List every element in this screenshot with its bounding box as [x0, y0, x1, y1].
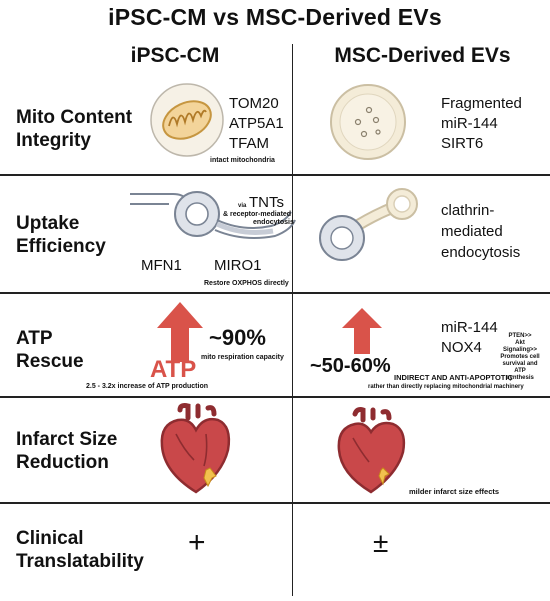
uptake-receptor-line2: endocytosis [253, 219, 294, 226]
row-label-uptake-line2: Efficiency [16, 236, 106, 257]
atp-pathway-line2: Akt Signaling>> [502, 340, 537, 353]
row-label-mito: Mito Content Integrity [16, 106, 132, 152]
atp-pathway-line5: synthesis [506, 375, 534, 381]
row-label-infarct: Infarct Size Reduction [16, 428, 117, 474]
atp-nox4: NOX4 [441, 339, 482, 356]
uptake-clathrin-line3: endocytosis [441, 244, 521, 261]
row-divider-4 [0, 502, 550, 504]
uptake-receptor-line1: & receptor-mediated [223, 211, 292, 218]
mito-markers-left: TOM20 ATP5A1 TFAM [229, 94, 284, 154]
column-header-msc: MSC-Derived EVs [334, 44, 511, 67]
row-label-mito-line1: Mito Content [16, 107, 133, 128]
atp-rather: rather than directly replacing mitochond… [368, 384, 524, 390]
mito-caption-intact: intact mitochondria [210, 157, 275, 164]
heart-icon-right [337, 407, 406, 494]
marker-sirt6: SIRT6 [441, 135, 484, 152]
row-divider-2 [0, 292, 550, 294]
row-label-infarct-line1: Infarct Size [16, 429, 118, 450]
marker-mir144: miR-144 [441, 115, 498, 132]
uptake-restore-oxphos: Restore OXPHOS directly [204, 280, 289, 287]
marker-tom20: TOM20 [229, 95, 279, 112]
row-label-uptake-line1: Uptake [16, 213, 80, 234]
row-label-clinical-line2: Translatability [16, 551, 144, 572]
marker-fragmented: Fragmented [441, 95, 522, 112]
atp-pathway-line4: survival and ATP [502, 361, 538, 374]
mitochondrion-icon [150, 83, 224, 157]
uptake-clathrin-line1: clathrin- [441, 202, 495, 219]
page-title: iPSC-CM vs MSC-Derived EVs [108, 4, 442, 30]
atp-percent-right: ~50-60% [310, 355, 391, 377]
row-label-clinical: Clinical Translatability [16, 527, 144, 573]
row-label-clinical-line1: Clinical [16, 528, 84, 549]
column-divider [292, 44, 293, 596]
uptake-clathrin: clathrin- mediated endocytosis [441, 200, 520, 263]
up-arrow-icon [157, 302, 203, 362]
marker-atp5a1: ATP5A1 [229, 115, 284, 132]
atp-pathway: PTEN>> Akt Signaling>> Promotes cell sur… [498, 333, 542, 382]
uptake-clathrin-line2: mediated [441, 223, 503, 240]
clinical-plus-minus: ± [373, 527, 389, 558]
row-label-infarct-line2: Reduction [16, 452, 109, 473]
heart-icon [160, 403, 231, 494]
row-label-uptake: Uptake Efficiency [16, 212, 106, 258]
atp-word: ATP [150, 356, 197, 383]
endocytic-vesicle-icon [319, 188, 418, 261]
uptake-via: via [238, 203, 247, 209]
atp-sub-left: mito respiration capacity [201, 354, 284, 361]
row-label-atp: ATP Rescue [16, 327, 84, 373]
uptake-tnts: TNTs [249, 194, 284, 211]
atp-pathway-line3: Promotes cell [500, 354, 540, 360]
row-divider-1 [0, 174, 550, 176]
row-divider-3 [0, 396, 550, 398]
atp-pathway-line1: PTEN>> [508, 333, 532, 339]
mito-markers-right: Fragmented miR-144 SIRT6 [441, 94, 522, 154]
vesicle-icon [330, 84, 406, 160]
atp-percent-left: ~90% [209, 325, 266, 350]
tunneling-nanotube-icon [130, 191, 296, 239]
uptake-miro1: MIRO1 [214, 257, 262, 274]
row-label-atp-line1: ATP [16, 328, 53, 349]
atp-mir144: miR-144 [441, 319, 498, 336]
atp-right-genes: miR-144 NOX4 [441, 318, 498, 358]
uptake-mfn1: MFN1 [141, 257, 182, 274]
infarct-caption-right: milder infarct size effects [409, 487, 500, 496]
marker-tfam: TFAM [229, 135, 269, 152]
atp-indirect: INDIRECT AND ANTI-APOPTOTIC [394, 373, 513, 382]
clinical-plus: + [188, 526, 206, 559]
up-arrow-icon-small [342, 308, 382, 354]
row-label-atp-line2: Rescue [16, 351, 84, 372]
column-header-ipsc: iPSC-CM [130, 44, 220, 67]
row-label-mito-line2: Integrity [16, 130, 91, 151]
atp-increase: 2.5 - 3.2x increase of ATP production [86, 383, 209, 390]
